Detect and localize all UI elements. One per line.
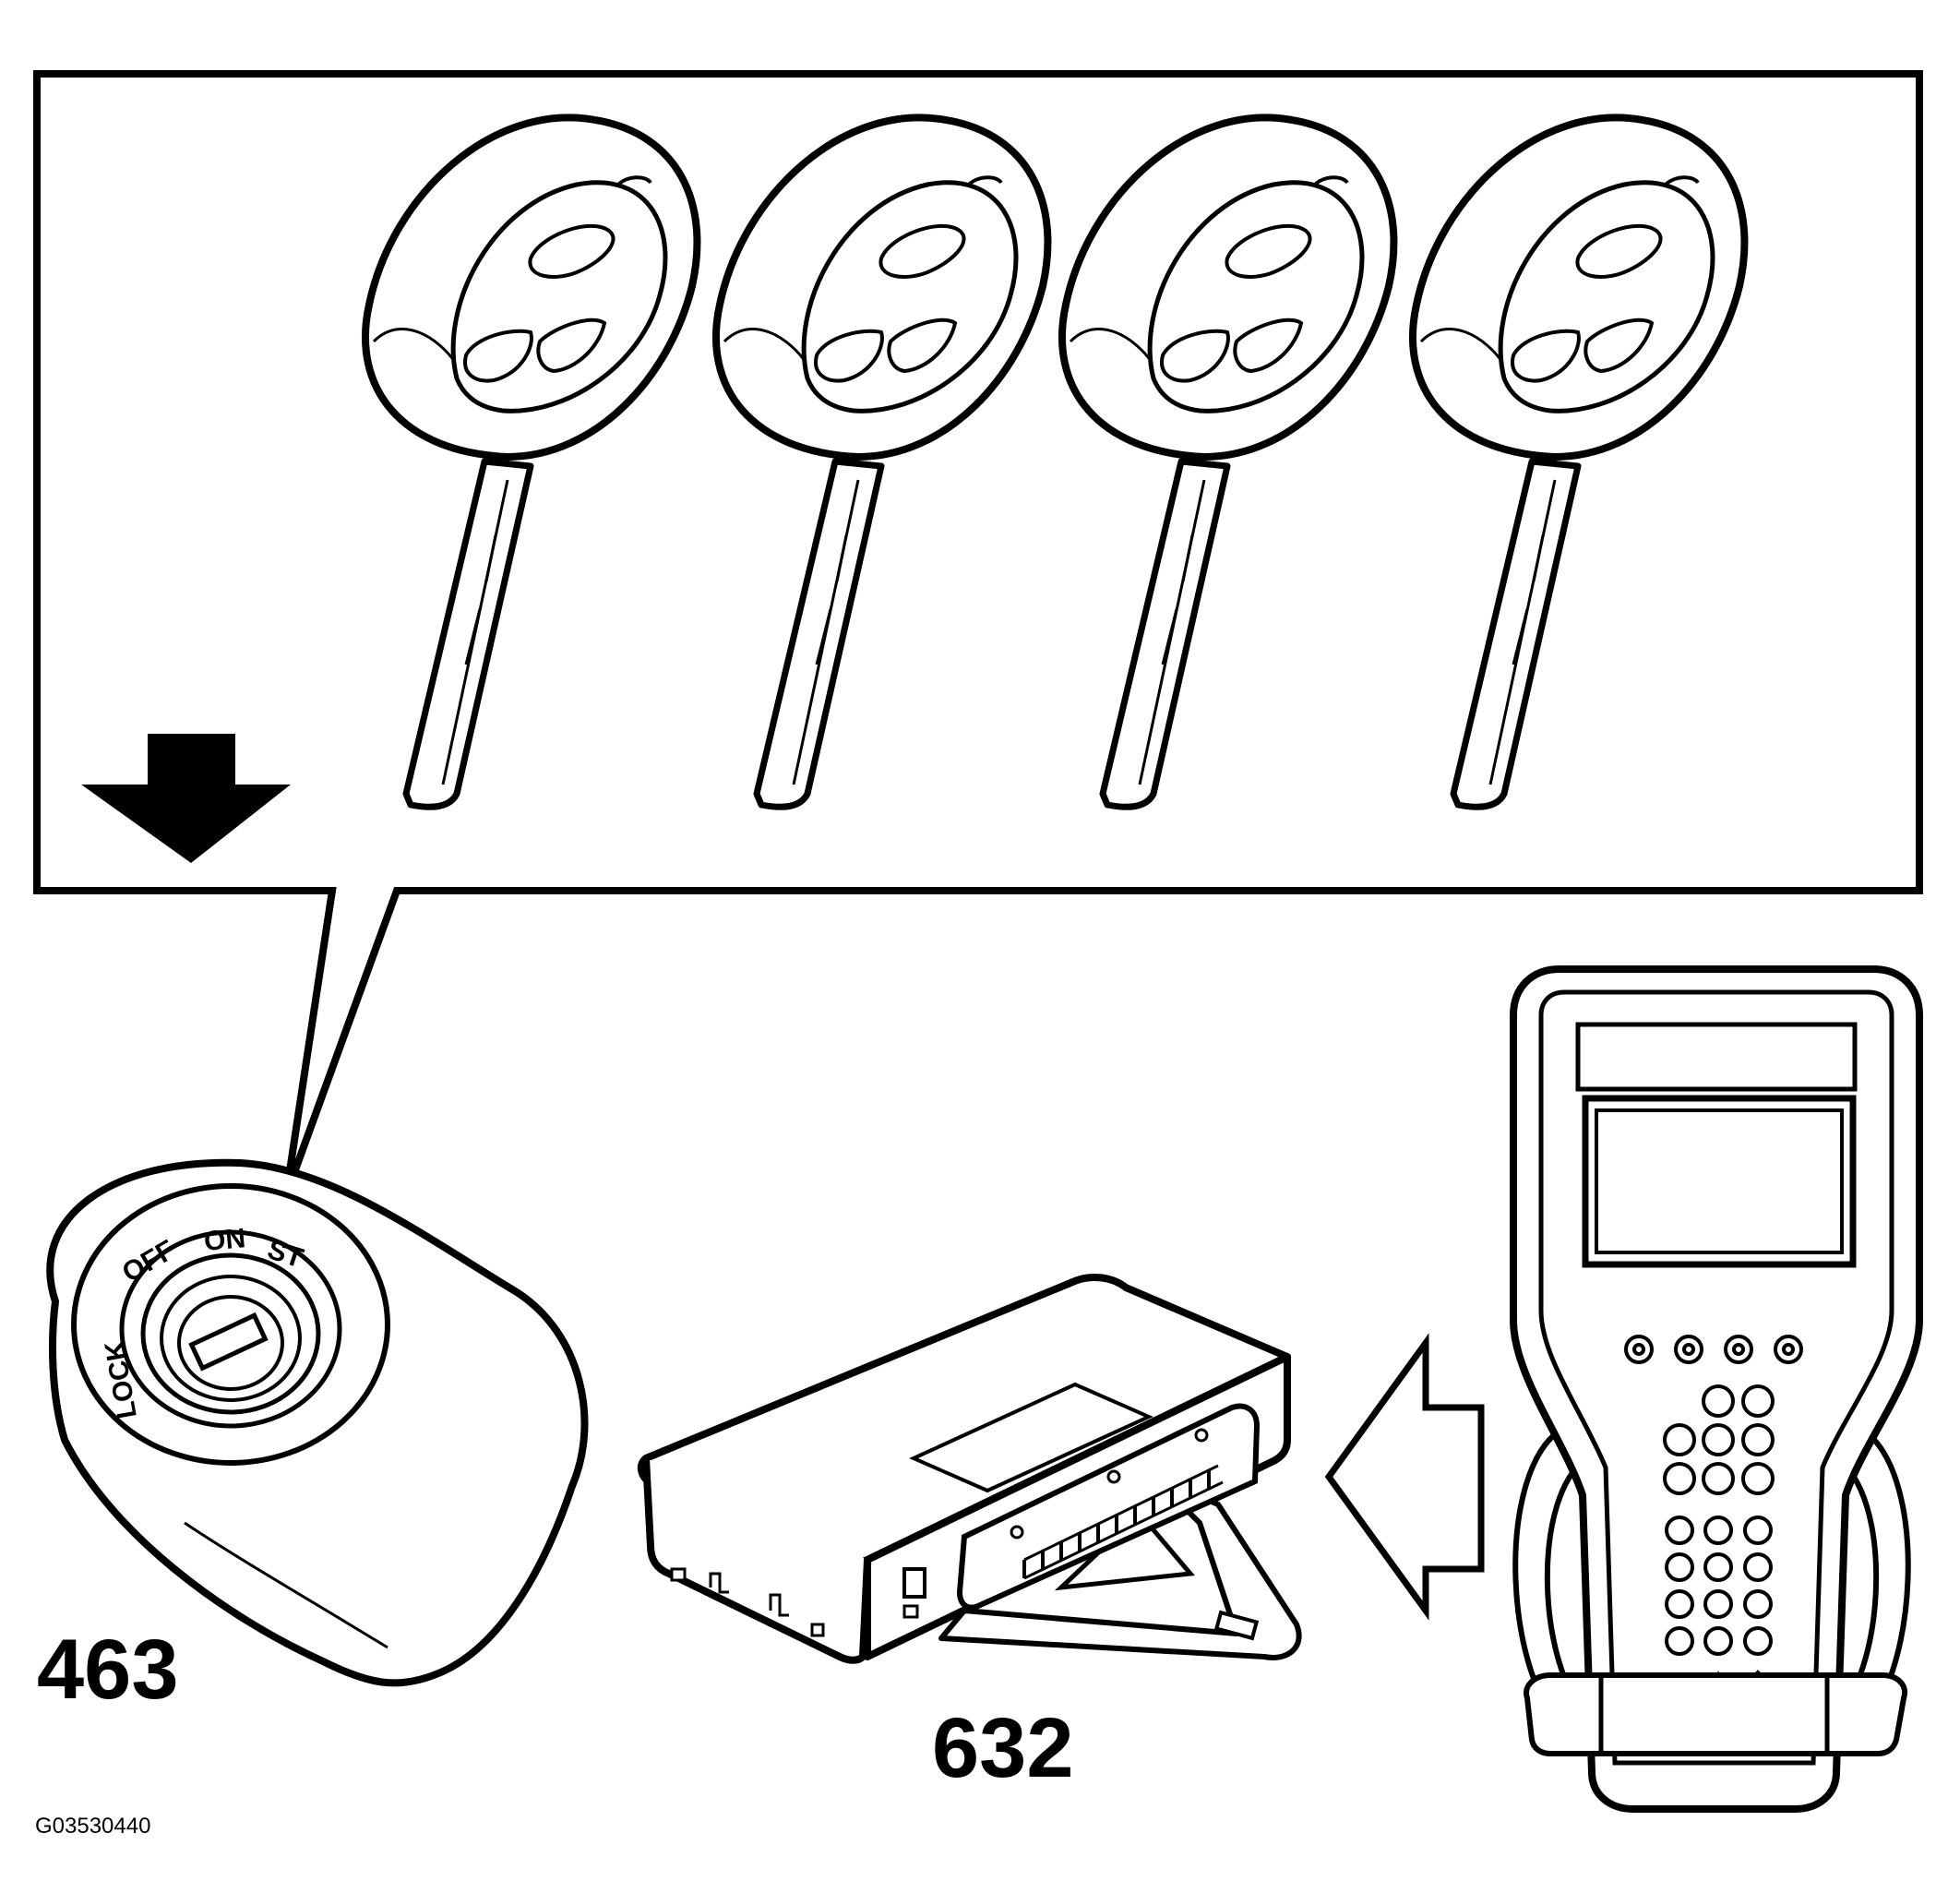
figure-id: G03530440 (35, 1814, 150, 1839)
switch-label-on: ON (203, 1223, 247, 1257)
ignition-switch: LOCK OFF ON ST (46, 1158, 589, 1687)
label-463: 463 (37, 1623, 179, 1717)
label-632: 632 (932, 1701, 1074, 1795)
scan-tool (1510, 965, 1923, 1813)
down-arrow-icon (81, 734, 291, 863)
key-slot (188, 1312, 269, 1372)
control-module (637, 1274, 1302, 1664)
left-arrow-icon (1324, 1333, 1485, 1621)
module-connector (956, 1403, 1261, 1611)
